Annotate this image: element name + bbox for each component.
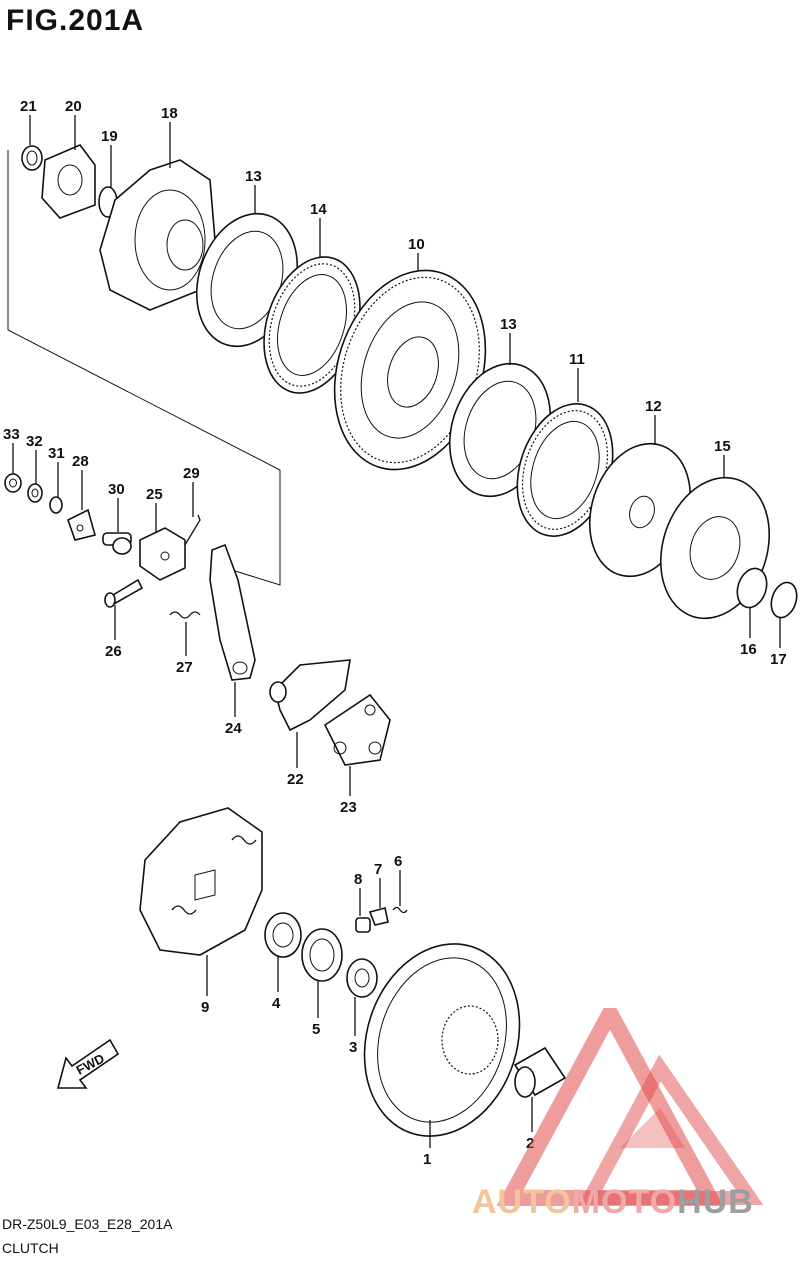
callout-28: 28 <box>72 453 89 470</box>
callout-20: 20 <box>65 98 82 115</box>
watermark-part-auto: AUTO <box>472 1183 572 1221</box>
watermark-part-hub: HUB <box>677 1183 754 1221</box>
callout-26: 26 <box>105 643 122 660</box>
part-21-bushing <box>21 145 43 171</box>
part-33-nut <box>4 473 22 493</box>
part-25-joint <box>139 527 186 581</box>
part-31-washer <box>49 496 63 514</box>
callout-13b: 13 <box>500 316 517 333</box>
callout-8: 8 <box>354 871 362 888</box>
figure-name: CLUTCH <box>2 1240 59 1256</box>
callout-30: 30 <box>108 481 125 498</box>
callout-31: 31 <box>48 445 65 462</box>
callout-23: 23 <box>340 799 357 816</box>
callout-33: 33 <box>3 426 20 443</box>
callout-22: 22 <box>287 771 304 788</box>
part-26-pin <box>104 578 144 608</box>
watermark-part-moto: MOTO <box>571 1183 678 1221</box>
part-3-washer <box>346 958 378 998</box>
part-23-plate <box>323 693 391 766</box>
callout-3: 3 <box>349 1039 357 1056</box>
part-17-circlip <box>770 581 798 619</box>
callout-11: 11 <box>569 351 585 368</box>
callout-1: 1 <box>423 1151 431 1168</box>
callout-10: 10 <box>408 236 425 253</box>
callout-27: 27 <box>176 659 193 676</box>
part-9-clutch-shoe-assembly <box>139 807 263 956</box>
callout-17: 17 <box>770 651 787 668</box>
subassembly-outline <box>7 150 281 586</box>
callout-18: 18 <box>161 105 178 122</box>
callout-19: 19 <box>101 128 118 145</box>
forward-direction-arrow: FWD <box>56 1038 120 1089</box>
callout-32: 32 <box>26 433 43 450</box>
callout-14: 14 <box>310 201 327 218</box>
part-27-spring <box>169 611 201 619</box>
figure-code: DR-Z50L9_E03_E28_201A <box>2 1216 173 1232</box>
callout-5: 5 <box>312 1021 320 1038</box>
part-1-clutch-housing <box>363 943 521 1137</box>
watermark-text: AUTOMOTOHUB <box>472 1183 754 1222</box>
figure-title: FIG.201A <box>6 4 145 37</box>
callout-2: 2 <box>526 1135 534 1152</box>
part-29-cotter-pin <box>184 514 201 546</box>
callout-21: 21 <box>20 98 37 115</box>
part-18-hub-plate <box>99 159 216 311</box>
callout-16: 16 <box>740 641 757 658</box>
callout-4: 4 <box>272 995 281 1012</box>
part-4-bearing <box>264 912 302 958</box>
callout-25: 25 <box>146 486 163 503</box>
callout-15: 15 <box>714 438 731 455</box>
part-28-plate <box>67 508 96 541</box>
watermark-logo-icon <box>496 1008 764 1206</box>
callout-24: 24 <box>225 720 242 737</box>
callout-12: 12 <box>645 398 662 415</box>
part-2-spacer <box>513 1046 567 1098</box>
part-24-release-arm <box>209 543 256 681</box>
callout-13a: 13 <box>245 168 262 185</box>
callout-6: 6 <box>394 853 402 870</box>
callout-9: 9 <box>201 999 209 1016</box>
part-16-washer <box>736 567 768 609</box>
part-7-piece <box>368 907 389 926</box>
callout-7: 7 <box>374 861 382 878</box>
leader-lines <box>12 115 781 1148</box>
part-5-one-way-clutch <box>301 928 343 982</box>
part-8-roller <box>355 917 371 933</box>
part-32-washer <box>27 483 43 503</box>
part-20-boss <box>41 144 96 219</box>
callout-numbers: 1 2 3 4 5 6 7 8 9 10 11 12 13 13 14 15 1… <box>3 98 787 1168</box>
callout-29: 29 <box>183 465 200 482</box>
part-6-spring <box>392 906 408 914</box>
part-22-release-cam <box>269 659 351 732</box>
part-30-bolt <box>102 532 132 555</box>
